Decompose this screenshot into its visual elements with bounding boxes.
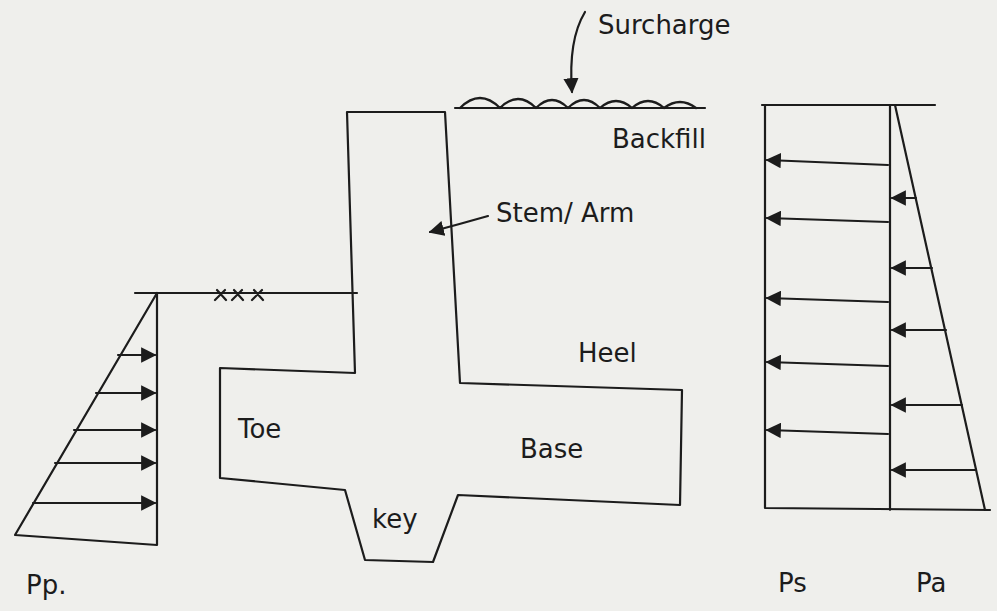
key-label: key	[372, 506, 418, 532]
stem-label: Stem/ Arm	[496, 200, 634, 226]
wall-outline	[220, 112, 682, 562]
pressure-frame	[762, 105, 990, 510]
active-pressure-label: Pa	[916, 570, 946, 596]
surcharge-label: Surcharge	[598, 12, 731, 38]
heel-label: Heel	[578, 340, 637, 366]
active-pressure-line	[895, 105, 985, 510]
surcharge-load	[460, 98, 696, 108]
ground-line	[135, 292, 357, 294]
stem-leader	[430, 216, 488, 232]
toe-label: Toe	[238, 416, 281, 442]
base-label: Base	[520, 436, 583, 462]
passive-pressure-label: Pp.	[26, 572, 66, 598]
surcharge-pressure-arrows	[767, 160, 888, 434]
backfill-label: Backfill	[612, 126, 706, 152]
active-pressure-arrows	[892, 198, 976, 470]
grass-hatch	[215, 290, 263, 300]
surcharge-leader	[571, 12, 585, 92]
passive-pressure-arrows	[33, 355, 155, 503]
surcharge-pressure-label: Ps	[778, 570, 807, 596]
surcharge-line	[455, 107, 705, 109]
passive-pressure-diagram	[15, 293, 157, 545]
